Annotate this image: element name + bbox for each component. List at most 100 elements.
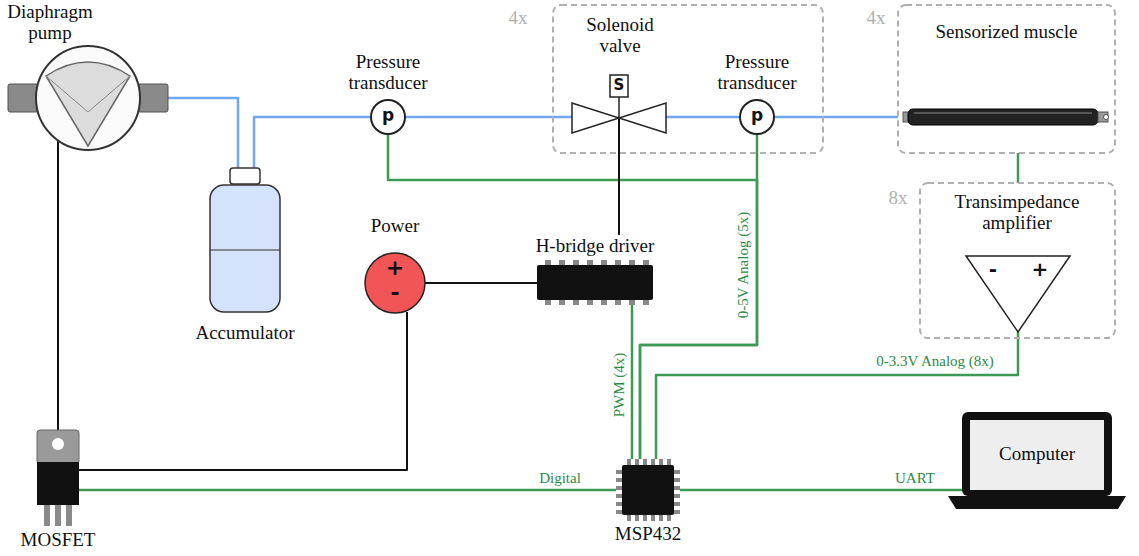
node-shape-group [740, 100, 774, 134]
mosfet-body [37, 462, 79, 505]
node-shape-group [948, 412, 1126, 509]
solenoid-box [610, 75, 628, 97]
laptop-screen [970, 420, 1104, 490]
chip-pin [667, 459, 671, 466]
pressure-transducer: Pressure transducer p [330, 50, 446, 138]
node-text: + [380, 256, 410, 280]
opamp-triangle [966, 256, 1070, 332]
node-text: MOSFET [8, 530, 108, 551]
node-text: Sensorized muscle [898, 22, 1115, 43]
node-shape-group [572, 75, 666, 133]
laptop-base [948, 496, 1126, 509]
connector [388, 134, 757, 459]
chip-pin [616, 502, 623, 506]
pump-node: Diaphragm pump [0, 0, 170, 155]
node-text: Pressure transducer [330, 52, 446, 94]
node-text: H-bridge driver [515, 236, 675, 257]
node-shape [0, 0, 170, 155]
muscle-body [908, 109, 1098, 125]
connector [168, 98, 238, 168]
mosfet-package: MOSFET [10, 430, 106, 554]
node-shape-group [616, 459, 680, 521]
chip-pin [667, 514, 671, 521]
mosfet-leg [66, 505, 72, 526]
chip-pin [635, 459, 639, 466]
pump-housing [36, 46, 140, 150]
accumulator-body [210, 185, 280, 312]
chip-pin [616, 510, 623, 514]
connector [57, 140, 59, 430]
node-text: Pressure transducer [700, 52, 814, 94]
transducer-circle [371, 100, 405, 134]
accumulator-node: Accumulator [185, 168, 305, 350]
muscle-group-box: 4xSensorized muscle [898, 5, 1115, 153]
valve-group-box: 4xSolenoid valveSPressure transducerp [553, 5, 823, 153]
mosfet-leg [55, 505, 61, 526]
node-text: - [981, 258, 1005, 280]
connector [680, 489, 962, 492]
laptop-screen-frame [962, 412, 1112, 496]
connector [618, 118, 620, 235]
chip-body [537, 265, 653, 300]
valve-bowtie [572, 103, 666, 133]
node-text: S [609, 77, 629, 94]
node-text: 8x [878, 188, 918, 209]
node-text: p [371, 106, 405, 125]
signal-label: 0-5V Analog (5x) [735, 212, 752, 318]
node-text: MSP432 [591, 524, 705, 545]
node-text: Solenoid valve [565, 15, 675, 57]
connector [254, 117, 371, 168]
connector [631, 305, 634, 459]
node-shape-group [898, 5, 1115, 153]
connector [640, 134, 757, 459]
dashed-group [898, 5, 1115, 153]
connector [79, 489, 616, 492]
chip-pin [673, 502, 680, 506]
muscle-eyelet [1104, 115, 1109, 120]
chip-pin [673, 510, 680, 514]
amplifier-group-box: 8xTransimpedance amplifier-+ [920, 183, 1115, 338]
node-shape-group [537, 260, 653, 305]
pressure-transducer: Pressure transducer p [700, 50, 814, 138]
hbridge-chip: H-bridge driver [520, 235, 670, 307]
chip-pin [659, 514, 663, 521]
pump-port [8, 84, 38, 112]
chip-pin [616, 470, 623, 474]
power-source: Power+- [355, 215, 435, 315]
node-shape-group [553, 5, 823, 153]
signal-label: Digital [539, 470, 581, 487]
chip-pin [673, 486, 680, 490]
chip-pin [673, 494, 680, 498]
node-text: p [740, 106, 774, 125]
node-text: + [1028, 258, 1052, 280]
mosfet-tab [37, 430, 79, 464]
chip-pin [616, 478, 623, 482]
chip-pin [673, 478, 680, 482]
transducer-circle [740, 100, 774, 134]
chip-pin [659, 459, 663, 466]
mosfet-hole [52, 438, 64, 450]
connector [405, 116, 572, 119]
chip-pin [651, 459, 655, 466]
node-text: Power [345, 216, 445, 237]
node-shape-group [371, 100, 405, 134]
node-text: Computer [972, 444, 1102, 465]
muscle-end-cap [1098, 112, 1108, 122]
node-text: - [380, 281, 410, 305]
pump-diaphragm [46, 62, 130, 146]
chip-pin [627, 459, 631, 466]
power-circle [365, 253, 425, 313]
chip-pin [635, 514, 639, 521]
node-text: 4x [856, 8, 896, 29]
connector [425, 282, 537, 284]
chip-pin [616, 486, 623, 490]
connector [79, 312, 407, 470]
node-text: Diaphragm pump [0, 2, 100, 44]
dashed-group [920, 183, 1115, 338]
node-text: Accumulator [185, 323, 305, 344]
node-shape-group [8, 46, 168, 150]
chip-pin [643, 459, 647, 466]
connector [774, 116, 898, 119]
dashed-group [553, 5, 823, 153]
connector [666, 116, 740, 119]
